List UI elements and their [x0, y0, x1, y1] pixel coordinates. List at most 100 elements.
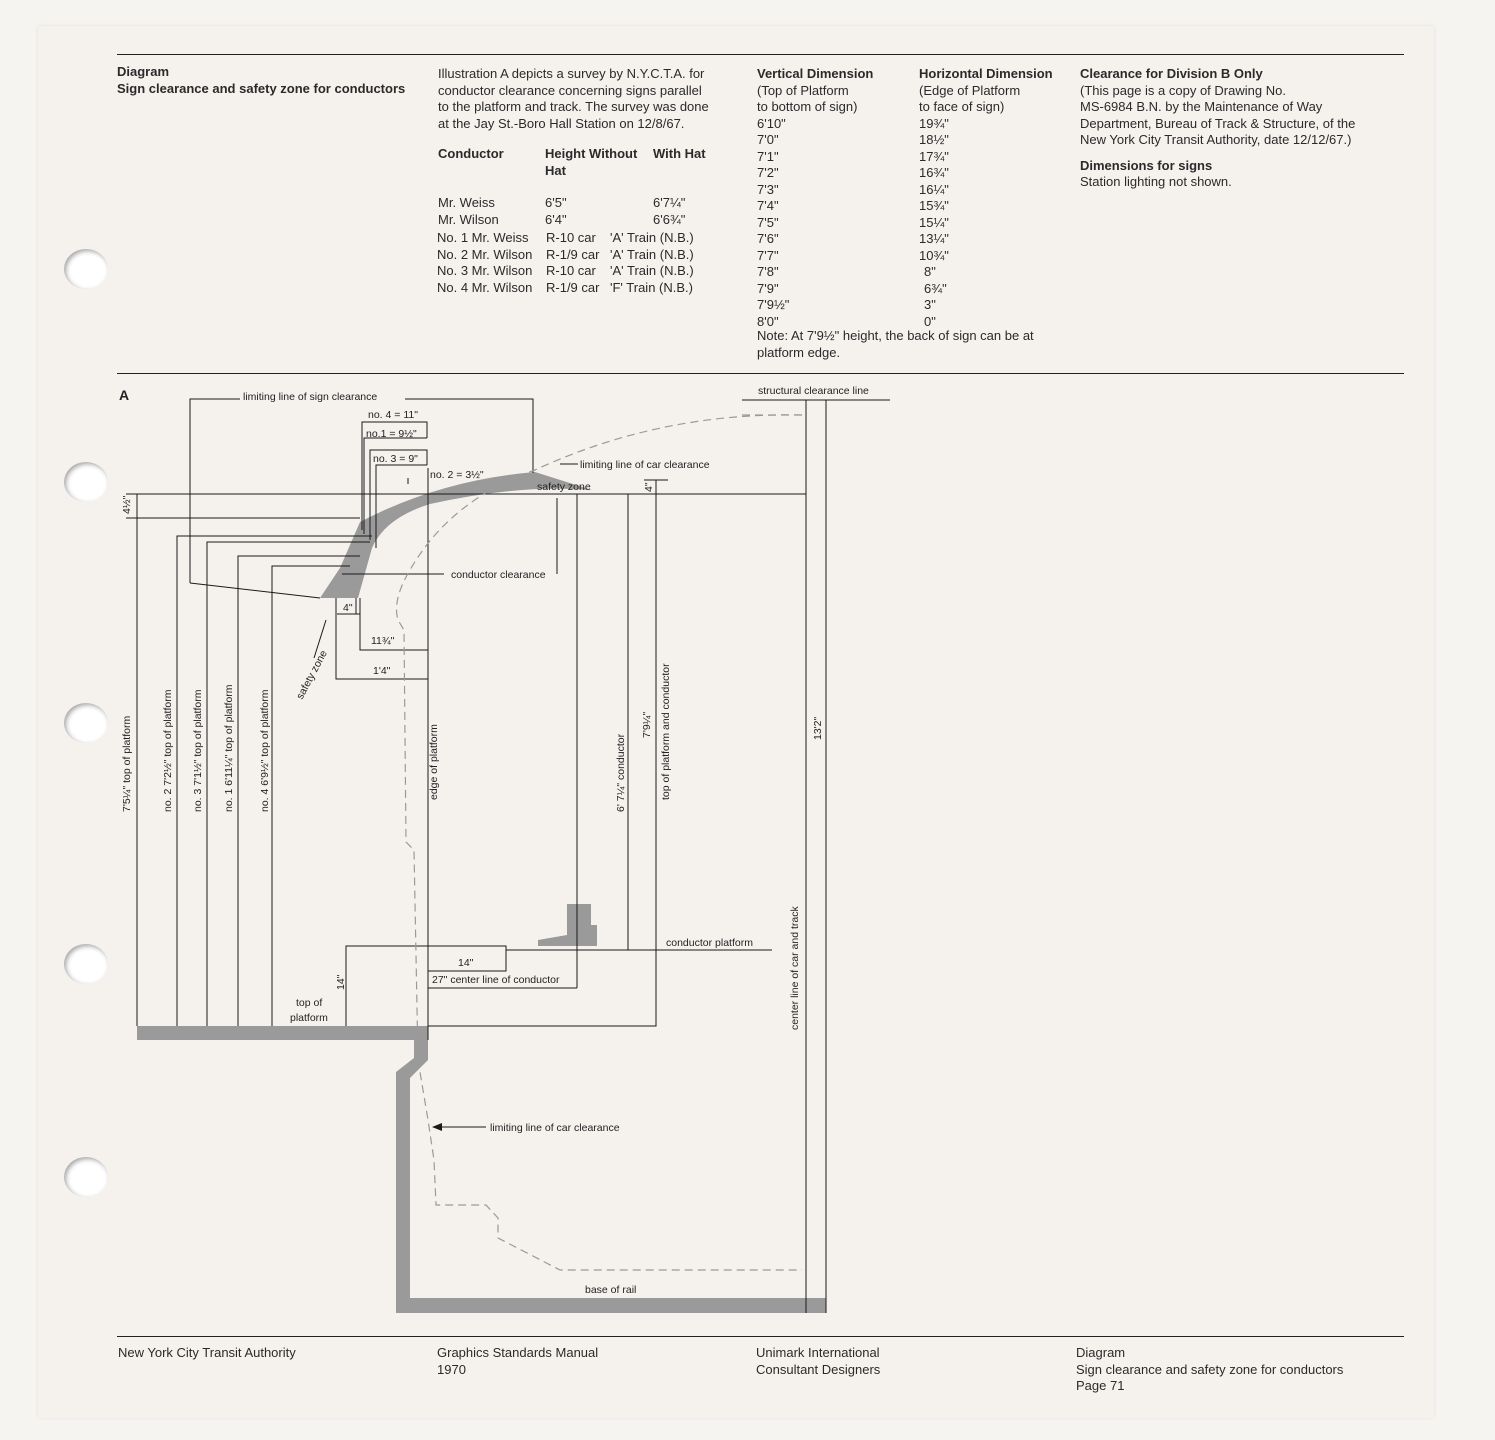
vertical-value: 7'9½" [757, 297, 790, 312]
label-cond-height: 6' 7¼" conductor [615, 733, 627, 812]
label-v2: no. 2 7'2½" top of platform [162, 689, 174, 812]
footer-year: 1970 [437, 1361, 466, 1377]
footer-org-text: New York City Transit Authority [118, 1345, 296, 1360]
label-limiting-car-top: limiting line of car clearance [580, 459, 710, 471]
vertical-value: 7'8" [757, 264, 779, 279]
binder-hole [64, 1157, 108, 1197]
label-a: A [119, 387, 129, 403]
table-header: With Hat [653, 146, 706, 161]
table-cell: 6'5" [545, 195, 567, 210]
table-cell: 6'7¼" [653, 195, 686, 210]
label-one-four: 1'4" [373, 665, 391, 677]
horizontal-dimension-column: Horizontal Dimension (Edge of Platform t… [919, 66, 1053, 330]
label-no2: no. 2 = 3½" [430, 469, 484, 481]
division-line: New York City Transit Authority, date 12… [1080, 132, 1352, 147]
label-thirteen-two: 13'2" [812, 716, 824, 740]
vertical-value: 7'3" [757, 181, 779, 197]
trial-train: 'F' Train (N.B.) [610, 279, 693, 295]
label-four-top: 4" [643, 482, 655, 492]
label-limiting-sign: limiting line of sign clearance [243, 391, 377, 403]
label-cond-total: 7'9¼" [641, 712, 653, 738]
vertical-value: 7'7" [757, 247, 779, 263]
label-no4: no. 4 = 11" [368, 409, 418, 421]
footer-firm: Unimark International Consultant Designe… [756, 1345, 880, 1378]
label-four: 4" [343, 602, 353, 614]
label-fourteen: 14" [458, 957, 474, 969]
label-top-of: top of [296, 997, 322, 1009]
horizontal-values: 19¾"18½"17¾"16¾"16¼"15¾"15¼"13¼"10¾"8"6¾… [919, 116, 1053, 331]
label-v5: no. 4 6'9½" top of platform [259, 689, 271, 812]
vertical-value: 7'4" [757, 198, 779, 213]
binder-hole [64, 249, 108, 289]
label-fourteen-vert: 14" [335, 974, 347, 990]
footer-firm-1: Unimark International [756, 1345, 880, 1360]
binder-hole [64, 944, 108, 984]
trial-car: R-1/9 car [546, 246, 600, 262]
footer-page-num: Page 71 [1076, 1378, 1125, 1393]
vertical-value: 7'2" [757, 165, 779, 180]
top-rule [117, 54, 1404, 55]
bottom-rule [117, 1336, 1404, 1337]
table-cell: 6'6¾" [653, 211, 686, 227]
horizontal-header: Horizontal Dimension [919, 66, 1053, 81]
label-base-rail: base of rail [585, 1284, 636, 1296]
label-v1: 7'5¼" top of platform [121, 716, 133, 812]
horizontal-sub: (Edge of Platform [919, 82, 1021, 98]
header-block: Diagram Sign clearance and safety zone f… [117, 64, 405, 97]
table-cell: Mr. Wilson [438, 211, 499, 227]
label-structural: structural clearance line [758, 385, 869, 397]
division-line: MS-6984 B.N. by the Maintenance of Way [1080, 99, 1323, 114]
division-block: Clearance for Division B Only (This page… [1080, 66, 1355, 191]
footer-manual-title: Graphics Standards Manual [437, 1345, 599, 1360]
trial-name: No. 2 Mr. Wilson [437, 246, 533, 262]
trial-train: 'A' Train (N.B.) [610, 230, 694, 245]
horizontal-value: 10¾" [919, 247, 949, 263]
table-cell: 6'4" [545, 211, 567, 227]
label-no1: no.1 = 9½" [366, 428, 417, 440]
footer-page: Diagram Sign clearance and safety zone f… [1076, 1345, 1343, 1395]
trial-name: No. 1 Mr. Weiss [437, 230, 529, 245]
label-conductor-platform: conductor platform [666, 937, 753, 949]
platform-slab [137, 1026, 428, 1040]
signs-title: Dimensions for signs [1080, 157, 1213, 173]
label-safety-zone-top: safety zone [537, 481, 591, 493]
intro-line: conductor clearance concerning signs par… [438, 82, 702, 98]
table-header: Conductor [438, 146, 504, 161]
label-center-line: center line of car and track [789, 906, 801, 1030]
vertical-sub: to bottom of sign) [757, 99, 858, 114]
trials-table: No. 1 Mr. Weiss R-10 car 'A' Train (N.B.… [437, 230, 694, 296]
vertical-dimension-column: Vertical Dimension (Top of Platform to b… [757, 66, 873, 330]
label-v4: no. 1 6'11¼" top of platform [223, 684, 235, 812]
label-platform: platform [290, 1012, 328, 1024]
horizontal-value: 17¾" [919, 148, 949, 164]
division-line: (This page is a copy of Drawing No. [1080, 82, 1286, 98]
intro-block: Illustration A depicts a survey by N.Y.C… [438, 66, 748, 132]
horizontal-value: 19¾" [919, 115, 949, 131]
vertical-value: 6'10" [757, 115, 786, 131]
trackbed-wall [396, 1040, 826, 1313]
vertical-value: 7'6" [757, 231, 779, 246]
note-line: Note: At 7'9½" height, the back of sign … [757, 328, 1034, 343]
trial-car: R-10 car [546, 263, 596, 278]
horizontal-value: 13¼" [919, 231, 949, 246]
horizontal-value: 0" [924, 313, 936, 329]
label-safety-zone-diag: safety zone [294, 648, 330, 701]
footer-manual: Graphics Standards Manual 1970 [437, 1345, 598, 1378]
label-v3: no. 3 7'1½" top of platform [192, 689, 204, 812]
dimension-note: Note: At 7'9½" height, the back of sign … [757, 328, 1034, 361]
intro-line: to the platform and track. The survey wa… [438, 99, 709, 114]
page-subtitle: Sign clearance and safety zone for condu… [117, 80, 406, 96]
horizontal-value: 16¼" [919, 181, 949, 197]
horizontal-value: 3" [924, 297, 936, 312]
intro-line: Illustration A depicts a survey by N.Y.C… [438, 66, 705, 81]
label-limiting-car-bottom: limiting line of car clearance [490, 1122, 620, 1134]
manual-page [38, 26, 1434, 1418]
vertical-sub: (Top of Platform [757, 82, 849, 98]
division-line: Department, Bureau of Track & Structure,… [1080, 115, 1356, 131]
footer-org: New York City Transit Authority [118, 1345, 296, 1362]
note-line: platform edge. [757, 344, 841, 360]
vertical-header: Vertical Dimension [757, 66, 874, 81]
middle-rule [117, 373, 1404, 374]
trial-name: No. 3 Mr. Wilson [437, 263, 533, 278]
horizontal-value: 6¾" [924, 280, 947, 296]
